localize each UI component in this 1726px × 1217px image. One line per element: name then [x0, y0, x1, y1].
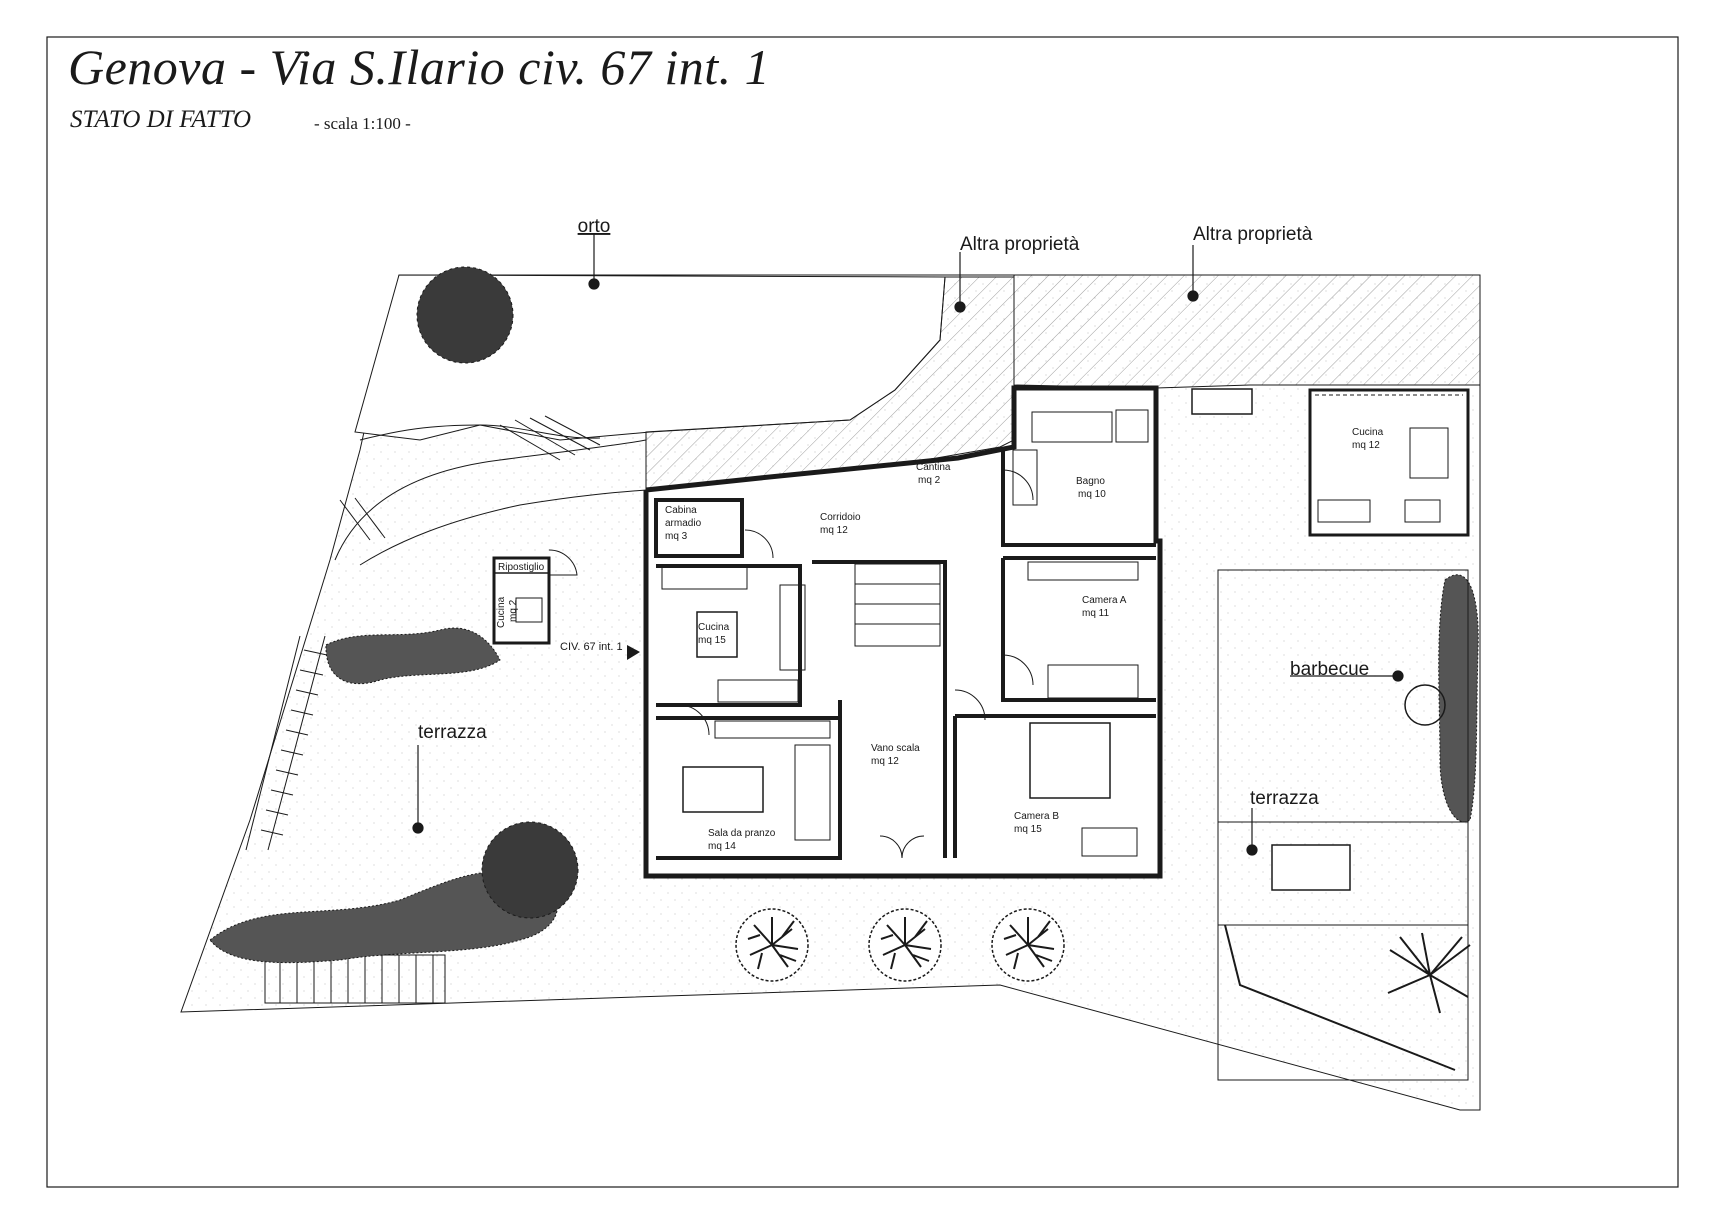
palm-tree — [1387, 932, 1471, 1014]
plan-title: Genova - Via S.Ilario civ. 67 int. 1 — [68, 39, 771, 95]
room-sala-pranzo-name: Sala da pranzo — [708, 828, 776, 839]
label-leaders — [412, 233, 1404, 856]
upper-stair — [339, 415, 601, 541]
ripostiglio-building — [492, 549, 578, 645]
room-cucina-annex-name: Cucina — [1352, 427, 1384, 438]
room-cantina-area: mq 2 — [918, 475, 941, 486]
terrazza-tree — [481, 821, 579, 919]
label-barbecue: barbecue — [1290, 659, 1369, 680]
room-camera-a-area: mq 11 — [1082, 608, 1109, 619]
label-terrazza-left: terrazza — [418, 722, 487, 743]
plan-subtitle: STATO DI FATTO — [70, 106, 252, 133]
room-vano-scala-name: Vano scala — [871, 743, 920, 754]
room-ripostiglio-name: Ripostiglio — [498, 562, 545, 573]
room-bagno-name: Bagno — [1076, 476, 1105, 487]
tree-2 — [868, 908, 942, 982]
label-altra-proprieta-2: Altra proprietà — [1193, 224, 1313, 245]
room-corridoio-name: Corridoio — [820, 512, 861, 523]
room-cucina-main-area: mq 15 — [698, 635, 726, 646]
room-sala-pranzo-area: mq 14 — [708, 841, 736, 852]
room-cucina-main-name: Cucina — [698, 622, 730, 633]
left-stair — [245, 635, 328, 851]
room-cabina-name-2: armadio — [665, 518, 702, 529]
label-entrance: CIV. 67 int. 1 — [560, 641, 623, 653]
label-terrazza-right: terrazza — [1250, 788, 1319, 809]
sink-outdoor — [1191, 388, 1253, 415]
room-camera-b-name: Camera B — [1014, 811, 1059, 822]
tree-1 — [735, 908, 809, 982]
tree-3 — [991, 908, 1065, 982]
right-terrace — [1217, 569, 1469, 1081]
hedge-left — [325, 627, 501, 685]
sheet-border — [46, 36, 1679, 1188]
annex-kitchen — [1308, 388, 1470, 537]
room-camera-b-area: mq 15 — [1014, 824, 1042, 835]
hedge-right — [1438, 574, 1479, 823]
room-camera-a-name: Camera A — [1082, 595, 1127, 606]
room-cabina-area: mq 3 — [665, 531, 688, 542]
room-cabina-name-1: Cabina — [665, 505, 697, 516]
label-orto: orto — [578, 216, 611, 237]
altra-proprieta-area-2 — [1013, 274, 1481, 389]
room-cantina-name: Cantina — [916, 462, 951, 473]
orto-tree — [416, 266, 514, 364]
room-vano-scala-area: mq 12 — [871, 756, 899, 767]
room-corridoio-area: mq 12 — [820, 525, 848, 536]
room-bagno-area: mq 10 — [1078, 489, 1106, 500]
room-cucina-small-name: Cucina — [496, 596, 507, 628]
room-cucina-annex-area: mq 12 — [1352, 440, 1380, 451]
main-house — [627, 385, 1163, 879]
room-cucina-small-area: mq 2 — [508, 599, 519, 622]
plan-scale: - scala 1:100 - — [314, 114, 411, 133]
label-altra-proprieta-1: Altra proprietà — [960, 234, 1080, 255]
